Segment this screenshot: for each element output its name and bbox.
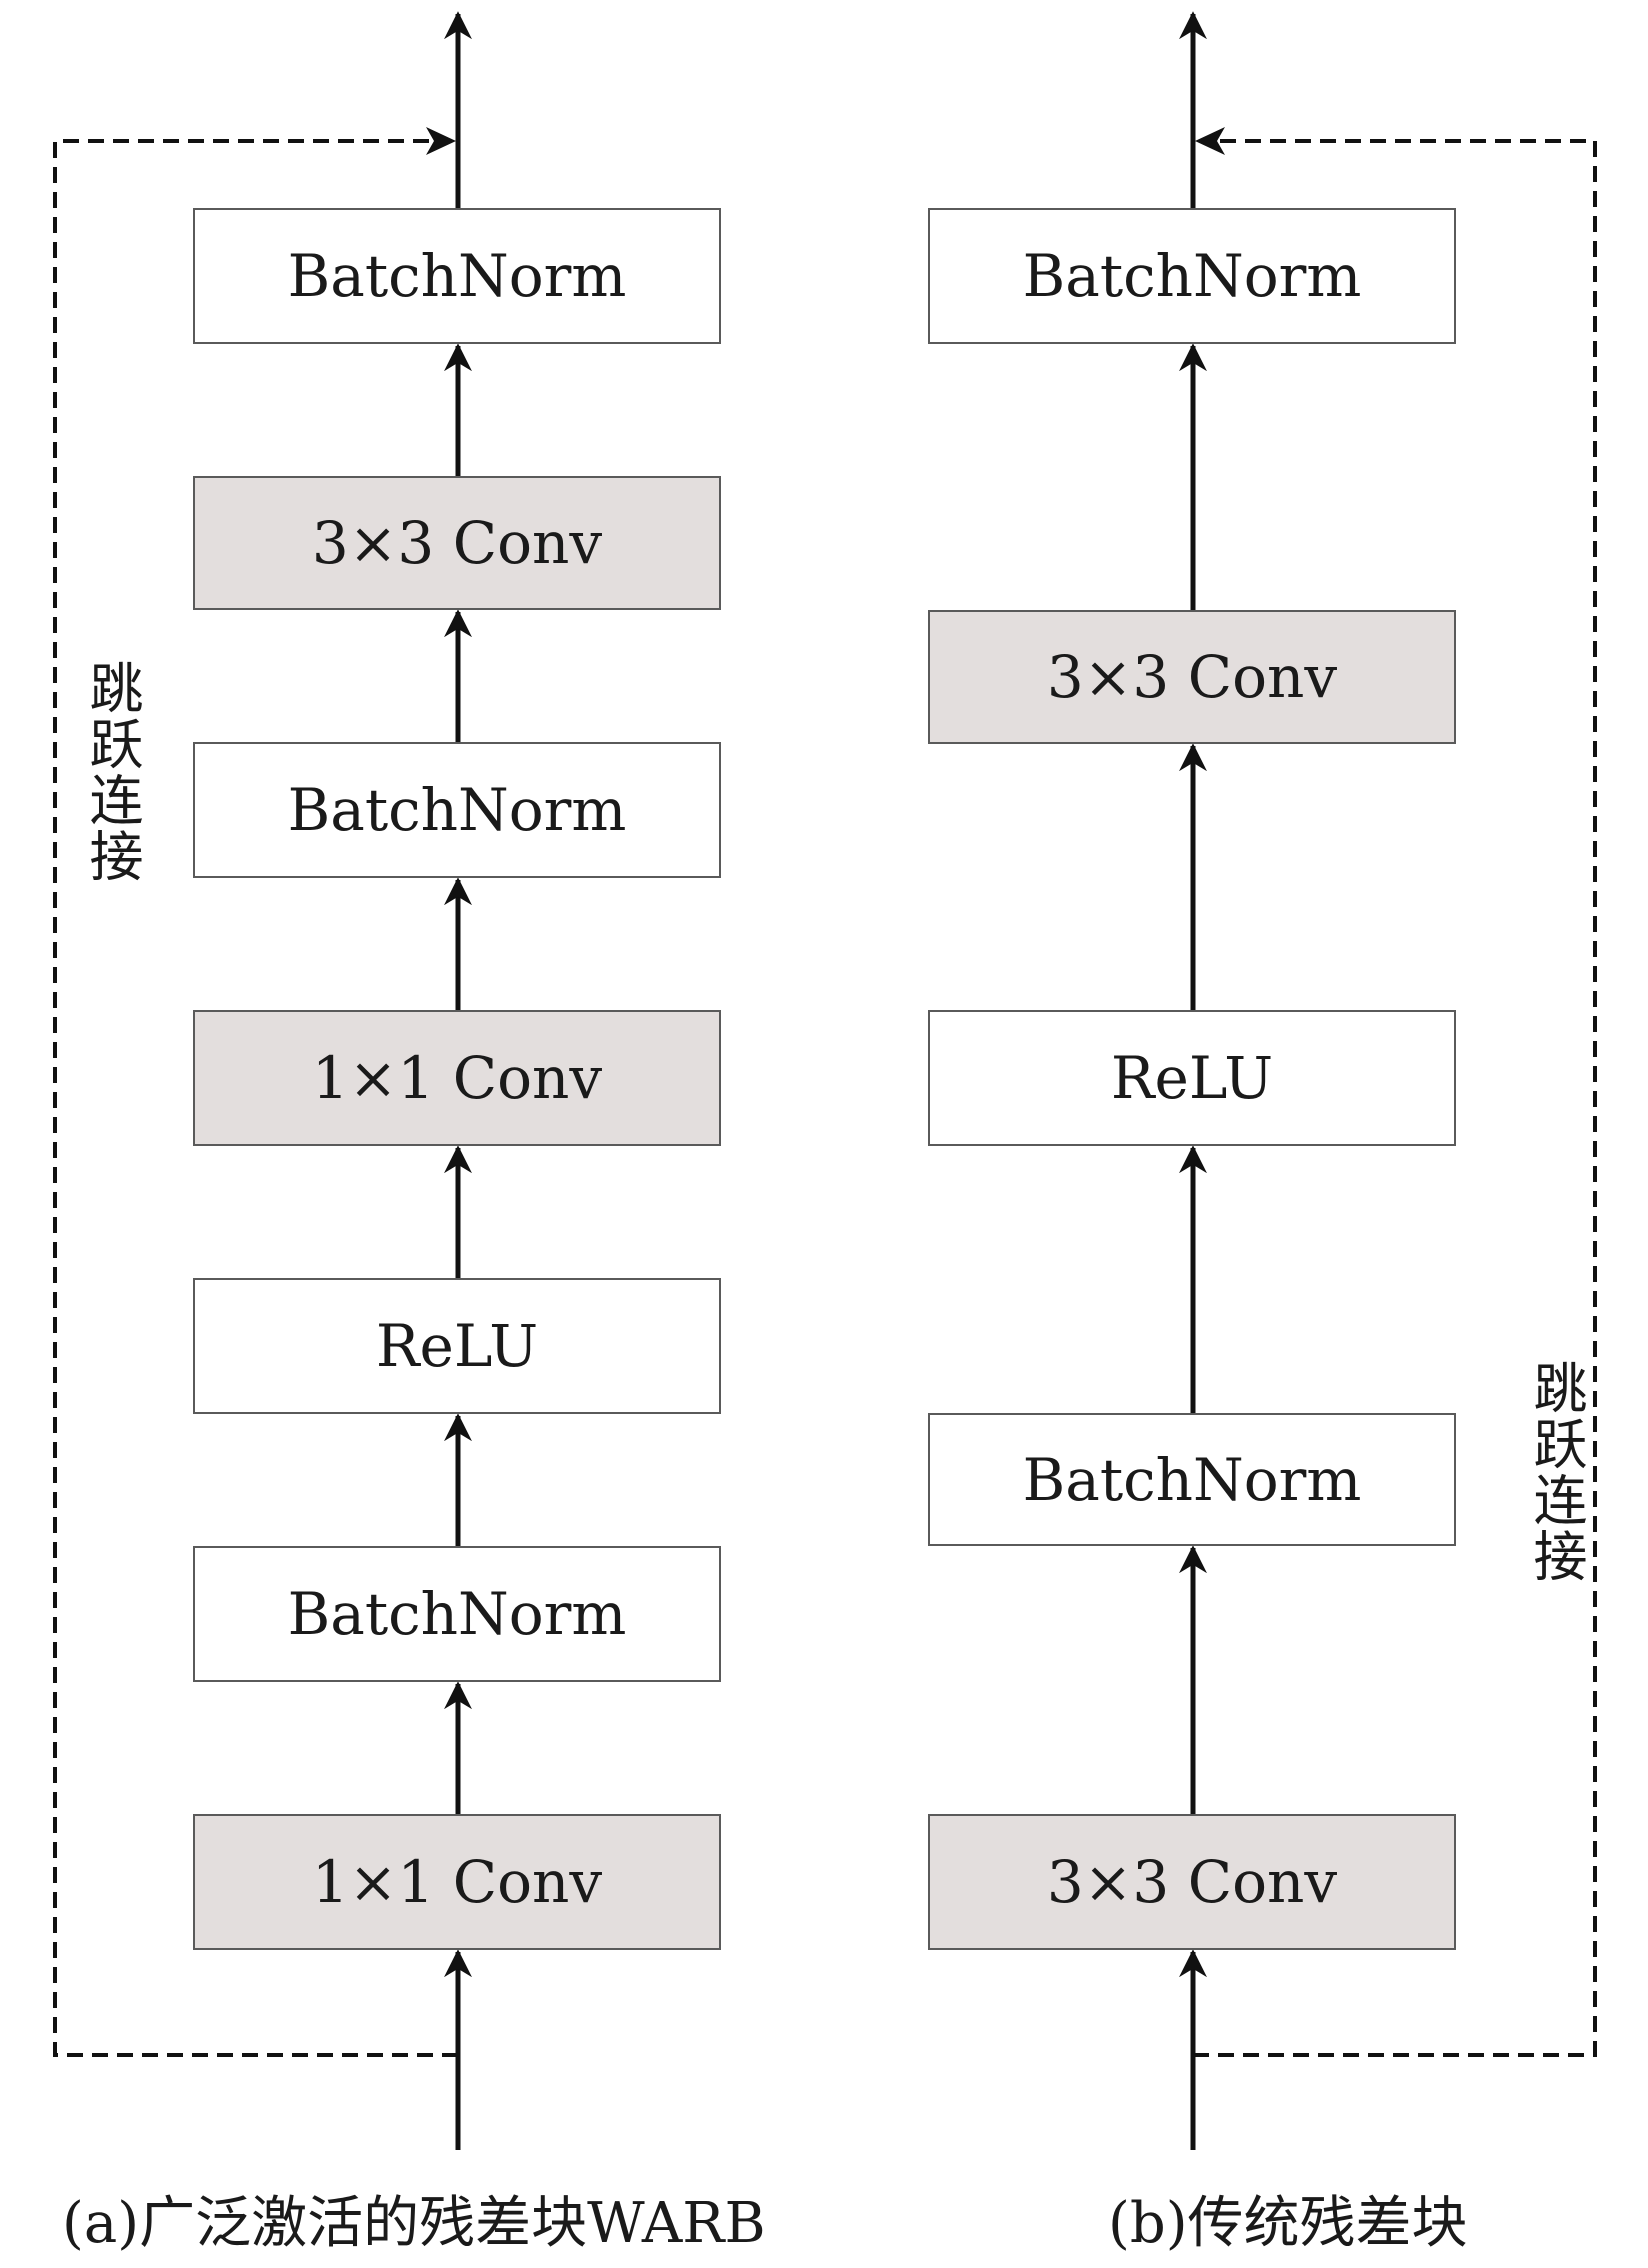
panel-b-block-batchnorm-top: BatchNorm bbox=[928, 208, 1456, 344]
panel-a-skip-arrowhead bbox=[426, 127, 456, 155]
panel-b-skip-connection bbox=[1193, 139, 1597, 2057]
panel-b-caption: (b)传统残差块 bbox=[1108, 2191, 1468, 2256]
panel-a-block-conv1x1-upper: 1×1 Conv bbox=[193, 1010, 721, 1146]
panel-a-block-conv3x3: 3×3 Conv bbox=[193, 476, 721, 610]
panel-b-block-conv3x3-lower: 3×3 Conv bbox=[928, 1814, 1456, 1950]
panel-a-block-batchnorm-mid: BatchNorm bbox=[193, 742, 721, 878]
panel-b-skip-label: 跳跃连接 bbox=[1524, 1360, 1587, 1584]
panel-b-block-conv3x3-upper: 3×3 Conv bbox=[928, 610, 1456, 744]
panel-a-block-relu: ReLU bbox=[193, 1278, 721, 1414]
panel-b-block-relu: ReLU bbox=[928, 1010, 1456, 1146]
panel-b-block-batchnorm-bottom: BatchNorm bbox=[928, 1413, 1456, 1546]
panel-a-skip-connection bbox=[53, 139, 458, 2057]
panel-a-block-batchnorm-top: BatchNorm bbox=[193, 208, 721, 344]
panel-a-skip-label: 跳跃连接 bbox=[80, 660, 143, 884]
panel-a-block-conv1x1-lower: 1×1 Conv bbox=[193, 1814, 721, 1950]
panel-a-caption: (a)广泛激活的残差块WARB bbox=[62, 2191, 766, 2256]
panel-b-skip-arrowhead bbox=[1195, 127, 1225, 155]
panel-a-block-batchnorm-bottom: BatchNorm bbox=[193, 1546, 721, 1682]
